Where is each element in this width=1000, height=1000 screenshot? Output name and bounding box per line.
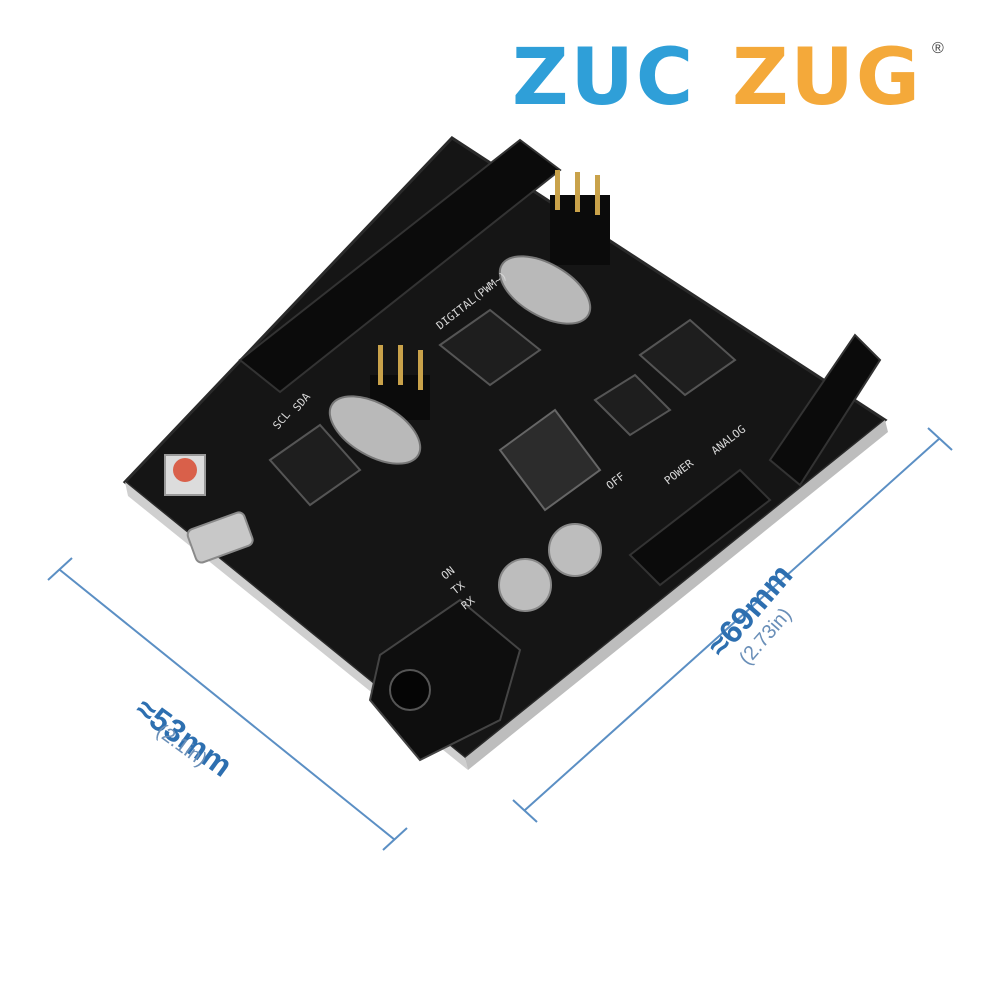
logo-text-zug: ZUG — [732, 33, 922, 123]
pcb-side-edge — [465, 420, 888, 770]
wifi-chip — [593, 373, 672, 437]
icsp-header-top — [550, 170, 610, 265]
regulator-chip — [268, 423, 362, 507]
crystal-top — [498, 255, 592, 325]
dip-switch — [498, 408, 602, 512]
silk-on: ON — [439, 564, 457, 582]
brand-logo: ZUC ZUG ® — [512, 38, 952, 118]
usb-serial-chip — [638, 318, 737, 397]
dimension-line-width — [47, 557, 408, 851]
dc-power-jack — [368, 598, 522, 762]
header-analog — [768, 333, 882, 487]
registered-mark: ® — [932, 40, 944, 57]
capacitor-1 — [498, 558, 552, 612]
dimension-line-length — [512, 427, 953, 823]
crystal-left — [328, 395, 422, 465]
dc-jack-opening — [389, 669, 431, 711]
micro-usb-port — [186, 511, 254, 564]
capacitor-2 — [548, 523, 602, 577]
mcu-chip — [438, 308, 542, 387]
header-power — [628, 468, 772, 587]
reset-button-cap — [173, 458, 197, 482]
logo-text-zuc: ZUC — [512, 33, 696, 123]
